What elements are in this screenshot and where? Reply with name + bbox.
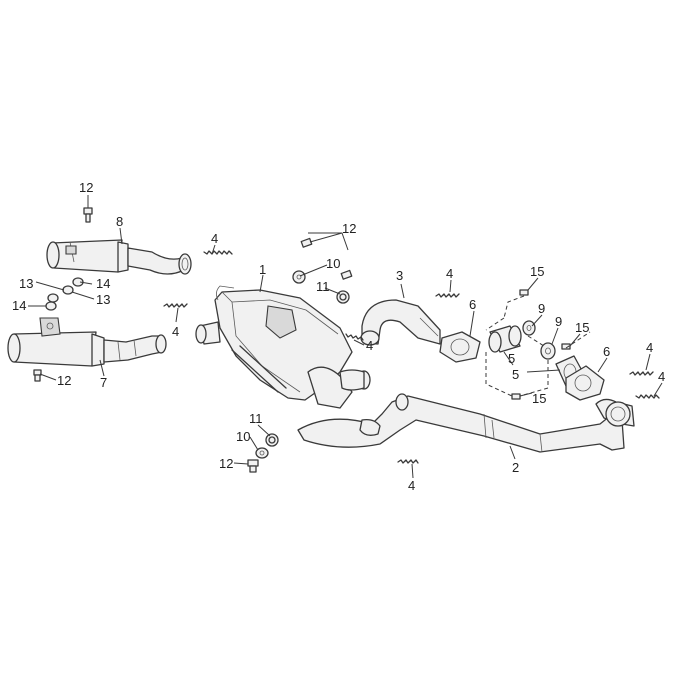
part-4-spring-c	[435, 293, 460, 298]
callout-15-right: 15	[575, 320, 589, 335]
callout-4-center: 4	[366, 338, 373, 353]
callout-4-top-left: 4	[211, 231, 218, 246]
part-8-upper-muffler	[46, 239, 192, 275]
callout-13-left: 13	[19, 276, 33, 291]
part-1-muffler-body	[195, 285, 371, 409]
part-6-flange-left	[439, 331, 481, 363]
part-6-flange-right	[565, 365, 605, 401]
callout-4-far-right-lower: 4	[658, 369, 665, 384]
part-14-grommet-lower	[45, 301, 57, 311]
part-9-washer-upper	[522, 320, 536, 336]
callout-15-bottom: 15	[532, 391, 546, 406]
callout-3: 3	[396, 268, 403, 283]
callout-7: 7	[100, 375, 107, 390]
part-3-bent-pipe	[360, 299, 441, 346]
part-9-washer-lower	[540, 342, 556, 360]
part-12-bolt-lower-left	[33, 369, 42, 382]
part-4-spring-e	[397, 459, 419, 464]
callout-9-lower: 9	[555, 314, 562, 329]
part-4-spring-b	[163, 303, 188, 308]
callout-2: 2	[512, 460, 519, 475]
part-10-washer-bottom	[255, 447, 269, 459]
callout-8: 8	[116, 214, 123, 229]
assembly-lines	[485, 295, 591, 397]
callout-11-bottom: 11	[249, 411, 263, 426]
callout-14-right: 14	[96, 276, 110, 291]
callout-6-right: 6	[603, 344, 610, 359]
callout-6-left: 6	[469, 297, 476, 312]
part-7-lower-muffler	[7, 317, 167, 367]
callout-4-left: 4	[172, 324, 179, 339]
part-4-spring-g	[635, 394, 660, 399]
part-12-bolt-bottom-center	[247, 459, 259, 473]
callout-12-upper-left: 12	[79, 180, 93, 195]
leader-lines	[28, 195, 663, 479]
callout-12-lower-left: 12	[57, 373, 71, 388]
part-4-spring-a	[203, 250, 233, 255]
callout-4-bottom-center: 4	[408, 478, 415, 493]
callout-13-right: 13	[96, 292, 110, 307]
callout-10-top: 10	[326, 256, 340, 271]
callout-labels: 12 8 13 14 13 14 12 7 4 4 1 12 10 11 4 1…	[12, 180, 665, 493]
part-12-bolts-top-center	[300, 237, 353, 280]
callout-14-left: 14	[12, 298, 26, 313]
callout-12-bottom-center: 12	[219, 456, 233, 471]
part-11-grommet-top	[336, 290, 350, 304]
callout-9-upper: 9	[538, 301, 545, 316]
callout-4-far-right-upper: 4	[646, 340, 653, 355]
part-12-bolt-upper-left	[83, 207, 93, 223]
part-4-spring-d	[345, 333, 364, 341]
part-4-spring-f	[629, 371, 654, 376]
part-13-washer-lower	[62, 285, 74, 295]
callout-15-top: 15	[530, 264, 544, 279]
callout-11-top: 11	[316, 279, 330, 294]
callout-5-lower: 5	[512, 367, 519, 382]
callout-1: 1	[259, 262, 266, 277]
callout-4-top-right: 4	[446, 266, 453, 281]
part-15-bolts	[511, 289, 571, 400]
part-11-grommet-bottom	[265, 433, 279, 447]
callout-5-upper: 5	[508, 351, 515, 366]
part-13-washer-upper	[47, 293, 59, 303]
part-10-washer-top	[292, 270, 306, 284]
part-2-header-pipe	[297, 393, 635, 453]
callout-10-bottom: 10	[236, 429, 250, 444]
part-5-sleeve-left	[488, 325, 522, 353]
callout-12-top-center: 12	[342, 221, 356, 236]
